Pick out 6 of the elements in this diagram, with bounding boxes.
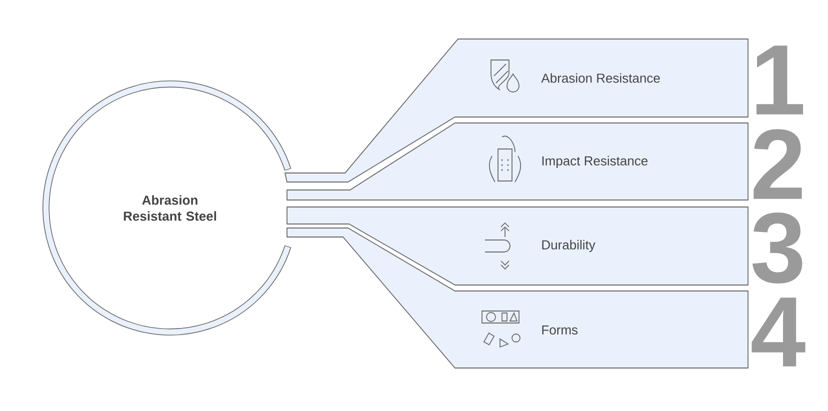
step-number: 2	[754, 129, 802, 199]
step-number: 3	[752, 212, 802, 284]
step-number: 1	[756, 46, 804, 114]
step-number: 4	[752, 298, 806, 366]
feature-band: Durability	[286, 206, 748, 286]
feature-band: Impact Resistance	[286, 122, 748, 200]
